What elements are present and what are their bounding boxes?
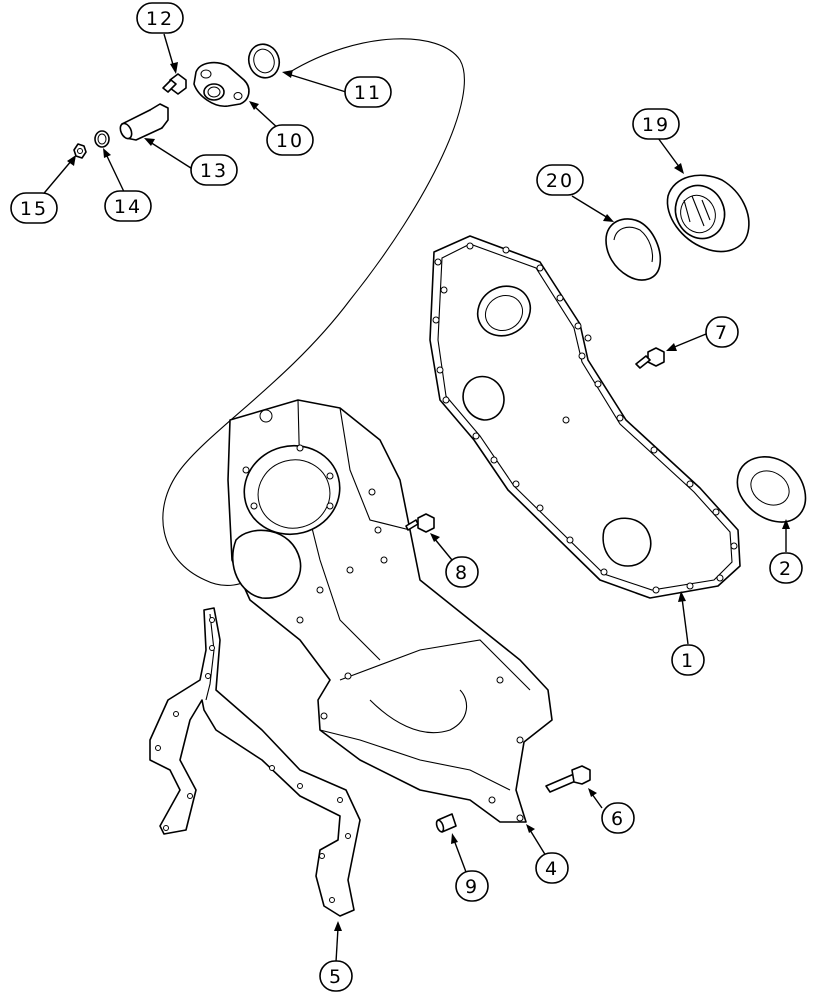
callout-label: 2 bbox=[779, 558, 793, 580]
callout-label: 9 bbox=[465, 876, 479, 898]
callout-19: 19 bbox=[632, 108, 680, 140]
part-6-bolt bbox=[545, 765, 591, 793]
callout-bubble bbox=[136, 2, 184, 34]
callout-label: 5 bbox=[329, 966, 343, 988]
part-9-dowel bbox=[435, 813, 457, 833]
callout-2: 2 bbox=[769, 552, 803, 584]
part-5-gasket bbox=[149, 607, 361, 917]
callout-11: 11 bbox=[344, 76, 392, 108]
part-12-bolt bbox=[162, 73, 187, 95]
callout-bubble bbox=[705, 316, 739, 348]
callout-8: 8 bbox=[445, 556, 479, 588]
part-1-gasket bbox=[429, 235, 741, 599]
callout-bubble bbox=[266, 124, 314, 156]
callout-1: 1 bbox=[671, 644, 705, 676]
callout-5: 5 bbox=[319, 960, 353, 992]
callout-bubble bbox=[319, 960, 353, 992]
part-4-gear-housing bbox=[227, 399, 553, 823]
gasket5-bolt-holes bbox=[155, 617, 351, 903]
part-14-ring bbox=[94, 130, 110, 148]
part-20-seal bbox=[605, 218, 662, 281]
callout-bubble bbox=[769, 552, 803, 584]
leader-lines bbox=[39, 33, 790, 963]
callout-label: 7 bbox=[715, 322, 729, 344]
callout-bubble bbox=[104, 190, 152, 222]
callout-label: 11 bbox=[354, 82, 382, 104]
part-10-flange bbox=[193, 61, 250, 107]
callout-label: 1 bbox=[681, 650, 695, 672]
callout-14: 14 bbox=[104, 190, 152, 222]
callout-20: 20 bbox=[536, 164, 584, 196]
callout-bubble bbox=[536, 164, 584, 196]
callout-bubble bbox=[10, 192, 58, 224]
callout-label: 20 bbox=[546, 170, 574, 192]
callout-label: 13 bbox=[200, 160, 228, 182]
part-19-oil-seal bbox=[666, 174, 750, 253]
callout-label: 4 bbox=[545, 858, 559, 880]
part-8-screw bbox=[405, 513, 435, 533]
callout-6: 6 bbox=[601, 802, 635, 834]
part-15-washer bbox=[73, 143, 87, 159]
callout-bubble bbox=[455, 870, 489, 902]
gasket-bolt-holes bbox=[432, 242, 738, 594]
assembly-path-curve bbox=[162, 38, 465, 586]
callout-label: 14 bbox=[114, 196, 142, 218]
callout-15: 15 bbox=[10, 192, 58, 224]
callout-bubble bbox=[445, 556, 479, 588]
part-11-ring bbox=[247, 43, 281, 79]
callout-4: 4 bbox=[535, 852, 569, 884]
part-2-seal bbox=[736, 456, 807, 523]
callout-label: 15 bbox=[20, 198, 48, 220]
callout-bubble bbox=[344, 76, 392, 108]
callout-label: 19 bbox=[642, 114, 670, 136]
callout-bubble bbox=[632, 108, 680, 140]
callout-label: 12 bbox=[146, 8, 174, 30]
callout-bubble bbox=[535, 852, 569, 884]
callout-label: 6 bbox=[611, 808, 625, 830]
callout-13: 13 bbox=[190, 154, 238, 186]
housing-bolt-holes bbox=[242, 409, 524, 822]
callout-bubble bbox=[671, 644, 705, 676]
callout-bubble bbox=[190, 154, 238, 186]
part-7-screw bbox=[635, 347, 665, 369]
callout-10: 10 bbox=[266, 124, 314, 156]
callout-label: 8 bbox=[455, 562, 469, 584]
callout-9: 9 bbox=[455, 870, 489, 902]
callout-label: 10 bbox=[276, 130, 304, 152]
callout-12: 12 bbox=[136, 2, 184, 34]
callout-bubble bbox=[601, 802, 635, 834]
part-13-fitting bbox=[119, 103, 169, 141]
callout-7: 7 bbox=[705, 316, 739, 348]
